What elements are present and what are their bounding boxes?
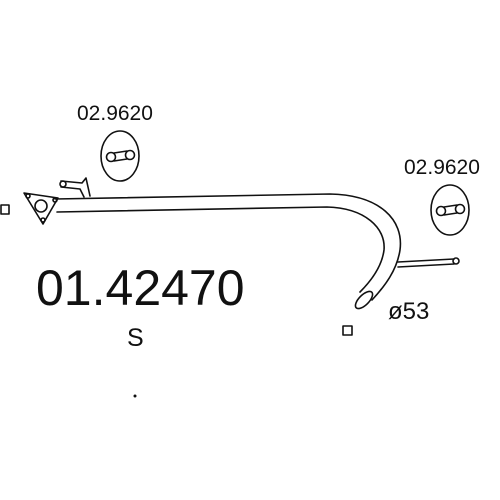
exhaust-pipe	[54, 193, 402, 310]
diameter-label: ø53	[388, 298, 429, 325]
part-number: 01.42470	[36, 260, 245, 316]
hanger-rod	[397, 257, 460, 268]
right-end-marker	[342, 325, 353, 336]
inlet-flange	[23, 192, 59, 225]
stray-dot	[133, 394, 137, 398]
hanger-right-code: 02.9620	[404, 156, 480, 179]
left-end-marker	[0, 204, 10, 215]
rubber-hanger-right	[430, 184, 470, 236]
hanger-left-code: 02.9620	[77, 102, 153, 125]
sensor-bracket	[59, 177, 91, 198]
variant-label: S	[127, 324, 144, 352]
rubber-hanger-left	[100, 130, 140, 182]
